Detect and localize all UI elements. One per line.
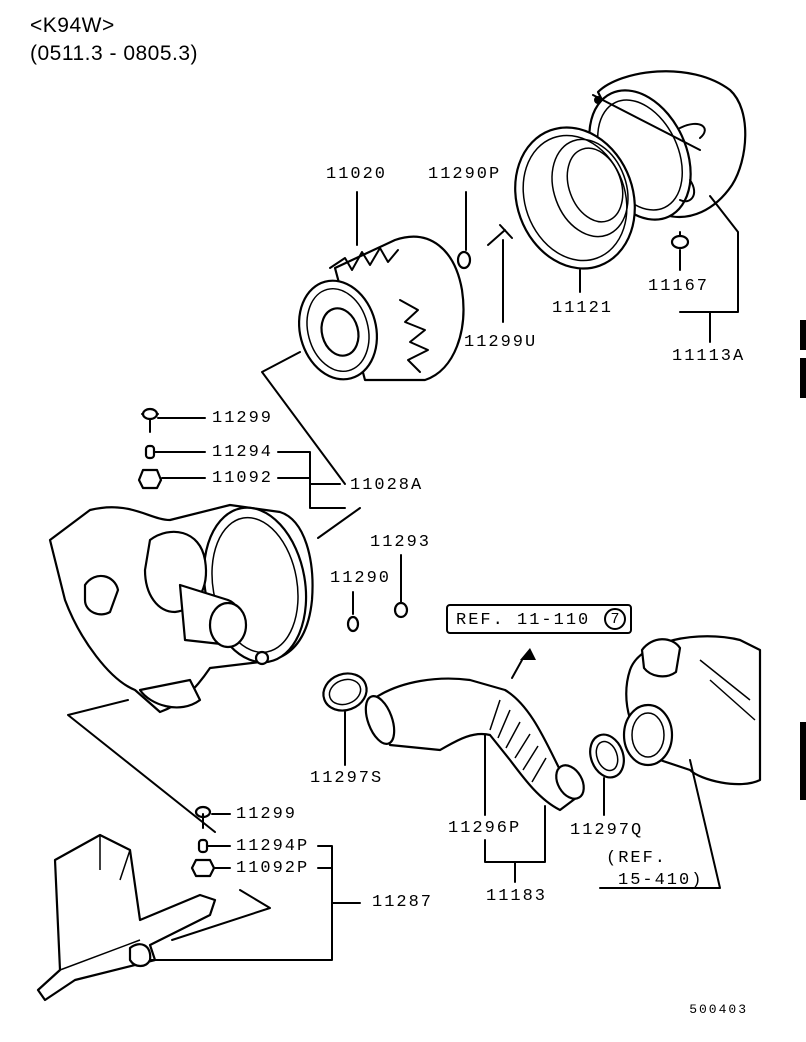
turbocharger-illustration [622, 635, 762, 786]
air-cleaner-body-illustration [48, 503, 314, 714]
filter-ring-illustration [514, 126, 636, 270]
part-label-11113A: 11113A [672, 347, 746, 366]
part-label-11294P: 11294P [236, 837, 310, 856]
part-label-11290P: 11290P [428, 165, 502, 184]
part-label-11297Q: 11297Q [570, 821, 644, 840]
part-label-11299-lower: 11299 [236, 805, 298, 824]
part-label-11092P: 11092P [236, 859, 310, 878]
filter-element-illustration [297, 235, 465, 382]
bracket-illustration [36, 833, 217, 1002]
part-label-11020: 11020 [326, 165, 388, 184]
part-label-11294: 11294 [212, 443, 274, 462]
edge-mark-mid [800, 358, 806, 398]
air-cleaner-cover-illustration [588, 70, 747, 221]
part-label-11299-upper: 11299 [212, 409, 274, 428]
intake-hose-illustration [322, 648, 625, 812]
edge-mark-bottom [800, 722, 806, 800]
page-code: 500403 [689, 1002, 748, 1017]
leader-lines [67, 191, 739, 961]
reference-box: REF. 11-110 7 [446, 604, 632, 634]
part-label-11167: 11167 [648, 277, 710, 296]
reference-note-line2: 15-410) [618, 871, 704, 890]
model-code: <K94W> [30, 14, 115, 37]
production-period: (0511.3 - 0805.3) [30, 42, 199, 65]
reference-note-line1: (REF. [606, 849, 668, 868]
part-label-11287: 11287 [372, 893, 434, 912]
small-parts-illustration [137, 224, 690, 878]
part-label-11293: 11293 [370, 533, 432, 552]
part-label-11092: 11092 [212, 469, 274, 488]
part-label-11121: 11121 [552, 299, 614, 318]
part-label-11296P: 11296P [448, 819, 522, 838]
edge-mark-top [800, 320, 806, 350]
reference-text: REF. 11-110 [456, 611, 591, 630]
part-label-11299U: 11299U [464, 333, 538, 352]
part-label-11290: 11290 [330, 569, 392, 588]
part-label-11028A: 11028A [350, 476, 424, 495]
part-label-11183: 11183 [486, 887, 548, 906]
part-label-11297S: 11297S [310, 769, 384, 788]
reference-circle-number: 7 [604, 608, 626, 630]
